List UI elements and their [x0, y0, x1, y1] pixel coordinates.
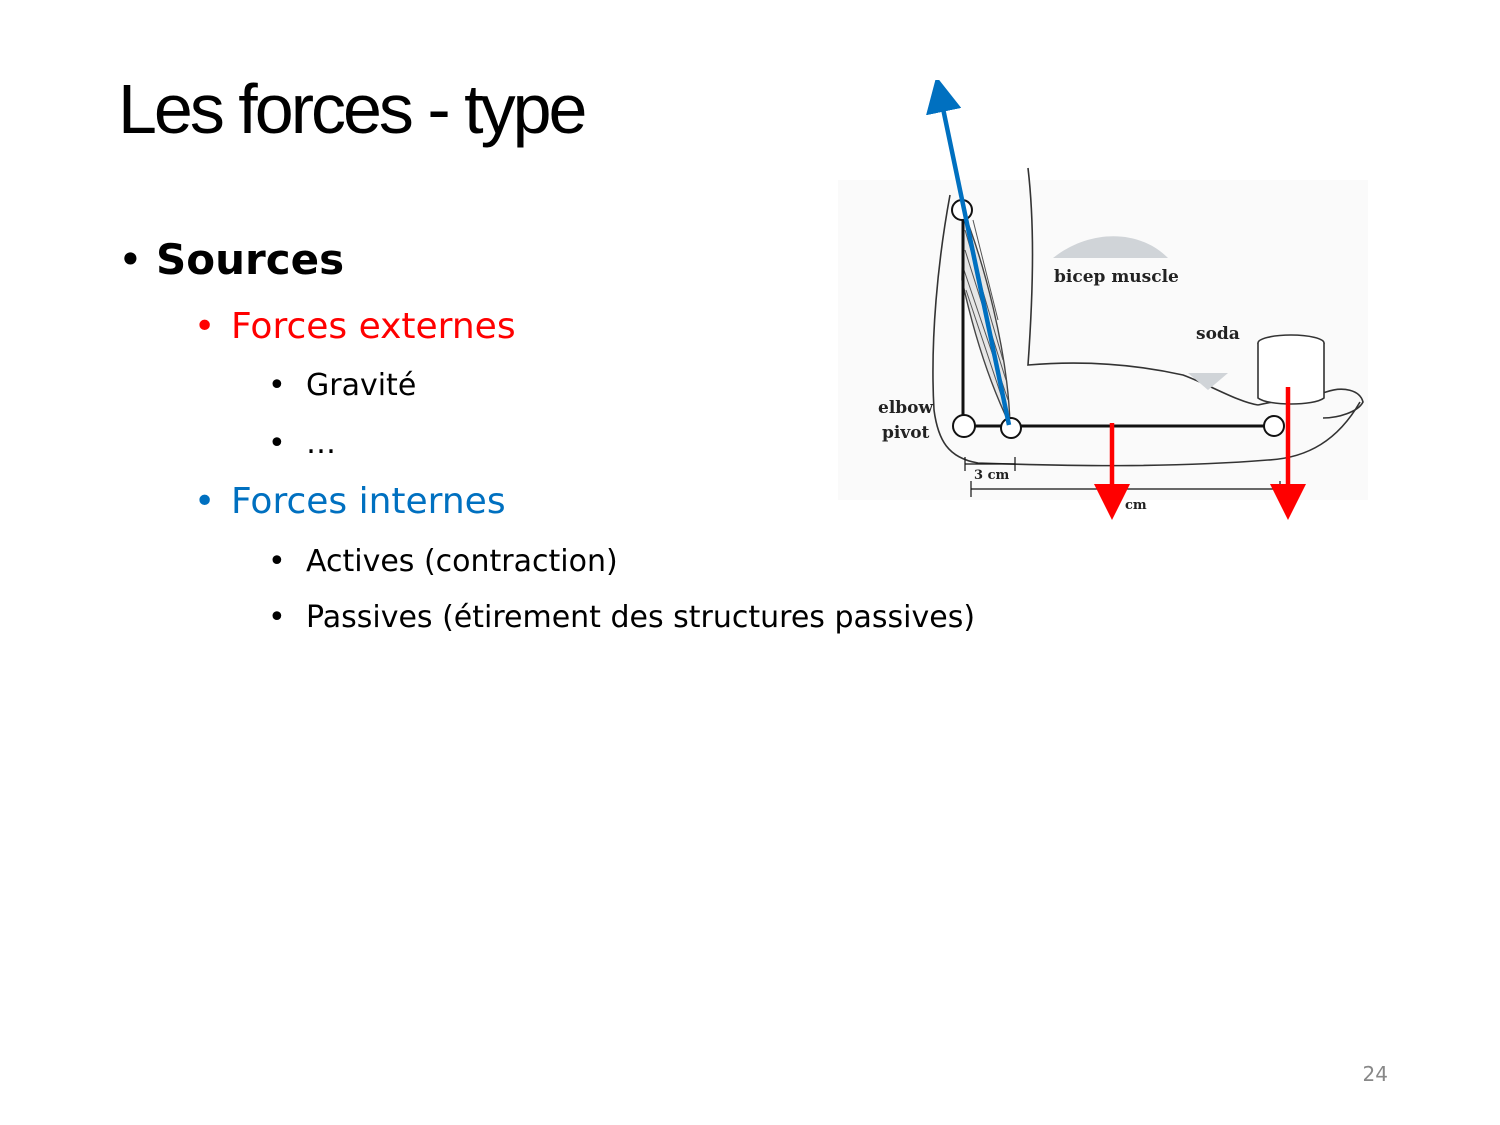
- bullet-glyph: •: [268, 368, 286, 403]
- bullet-glyph: •: [268, 600, 286, 635]
- bullet-glyph: •: [268, 544, 286, 579]
- label-bicep-muscle: bicep muscle: [1054, 267, 1179, 287]
- bullet-label: Actives (contraction): [306, 544, 618, 579]
- force-up-hint-icon: [1053, 236, 1168, 258]
- dimension-3cm: [964, 457, 1016, 471]
- bullet-glyph: •: [194, 306, 216, 347]
- bullet-glyph: •: [118, 235, 143, 284]
- arm-lever-diagram: bicep muscle soda elbow pivot 3 cm cm: [838, 80, 1378, 530]
- label-soda: soda: [1196, 324, 1240, 344]
- label-pivot: pivot: [882, 423, 930, 443]
- label-distance-3cm: 3 cm: [974, 468, 1009, 483]
- bullet-label: Gravité: [306, 368, 417, 403]
- bullet-label: …: [306, 426, 336, 461]
- soda-load-point: [1263, 415, 1285, 437]
- bullet-glyph: •: [268, 426, 286, 461]
- soda-can: [1257, 334, 1325, 405]
- bullet-label: Forces externes: [231, 306, 516, 347]
- slide-title: Les forces - type: [118, 70, 587, 148]
- bullet-label: Forces internes: [231, 481, 506, 522]
- bullet-label: Sources: [156, 235, 345, 284]
- page-number: 24: [1362, 1062, 1388, 1086]
- label-elbow: elbow: [878, 398, 933, 418]
- label-distance-long: cm: [1125, 498, 1147, 513]
- bullet-label: Passives (étirement des structures passi…: [306, 600, 976, 635]
- bullet-glyph: •: [194, 481, 216, 522]
- arm-lever-svg: bicep muscle soda elbow pivot 3 cm cm: [838, 80, 1368, 520]
- force-down-hint-icon: [1188, 373, 1228, 390]
- elbow-joint: [952, 414, 976, 438]
- muscle-force-arrow: [926, 80, 1012, 426]
- muscle-insertion-point: [1000, 417, 1022, 439]
